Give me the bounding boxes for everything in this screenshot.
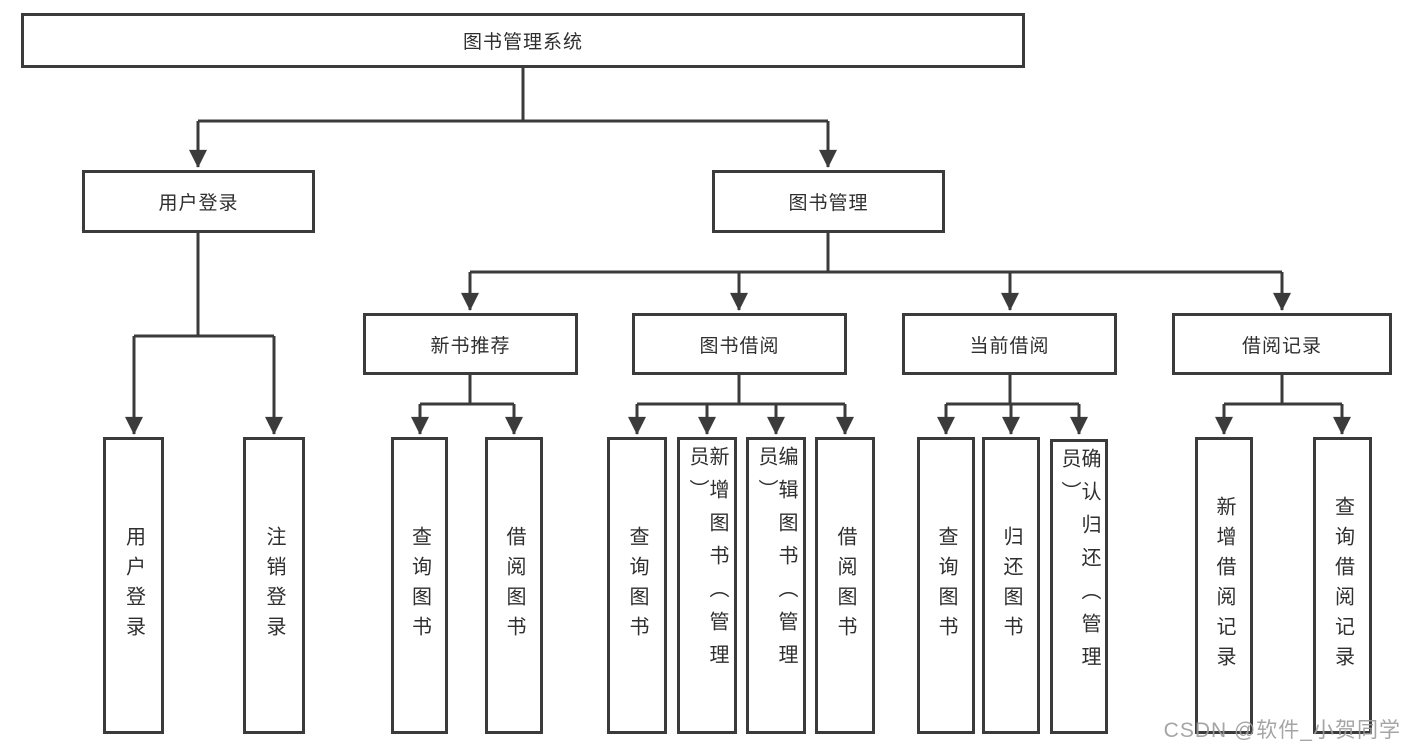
leaf-label: 归还图书	[1000, 525, 1022, 646]
node-book-management: 图书管理	[712, 170, 945, 233]
leaf-label: 编辑图书（管理员）	[755, 446, 797, 677]
leaf-user-login: 用户登录	[103, 437, 164, 734]
leaf-label: 查询借阅记录	[1331, 495, 1354, 676]
leaf-query-books-recommend: 查询图书	[391, 437, 448, 734]
leaf-borrow-books-recommend: 借阅图书	[485, 437, 543, 734]
leaf-confirm-return-admin: 确认归还（管理员）	[1050, 439, 1108, 734]
connector-trunks	[134, 68, 1342, 406]
leaf-label: 借阅图书	[503, 525, 525, 646]
leaf-label: 注销登录	[263, 525, 285, 646]
leaf-label: 查询图书	[626, 525, 648, 646]
leaf-logout: 注销登录	[243, 437, 305, 734]
leaf-borrow-books-borrowing: 借阅图书	[815, 437, 875, 734]
leaf-label: 确认归还（管理员）	[1058, 448, 1100, 679]
leaf-label: 新增图书（管理员）	[686, 446, 728, 677]
leaf-query-borrow-record: 查询借阅记录	[1313, 437, 1372, 734]
leaf-label: 查询图书	[408, 525, 431, 646]
node-borrowing-records: 借阅记录	[1172, 313, 1392, 375]
leaf-label: 查询图书	[935, 525, 957, 646]
leaf-edit-books-admin: 编辑图书（管理员）	[746, 437, 806, 734]
leaf-label: 借阅图书	[834, 525, 856, 646]
node-current-borrowing: 当前借阅	[902, 313, 1117, 375]
leaf-add-books-admin: 新增图书（管理员）	[677, 437, 737, 734]
csdn-watermark: CSDN @软件_小贺同学	[1163, 719, 1401, 742]
leaf-query-books-borrowing: 查询图书	[607, 437, 667, 734]
node-book-borrowing: 图书借阅	[632, 313, 847, 375]
connector-arrows	[125, 121, 1351, 435]
leaf-query-books-current: 查询图书	[917, 437, 975, 734]
leaf-return-books: 归还图书	[982, 437, 1040, 734]
node-new-book-recommendation: 新书推荐	[363, 313, 578, 375]
leaf-label: 用户登录	[122, 525, 145, 646]
node-library-management-system: 图书管理系统	[21, 13, 1025, 68]
leaf-add-borrow-record: 新增借阅记录	[1195, 437, 1253, 734]
leaf-label: 新增借阅记录	[1213, 495, 1235, 676]
node-user-login: 用户登录	[82, 170, 315, 233]
